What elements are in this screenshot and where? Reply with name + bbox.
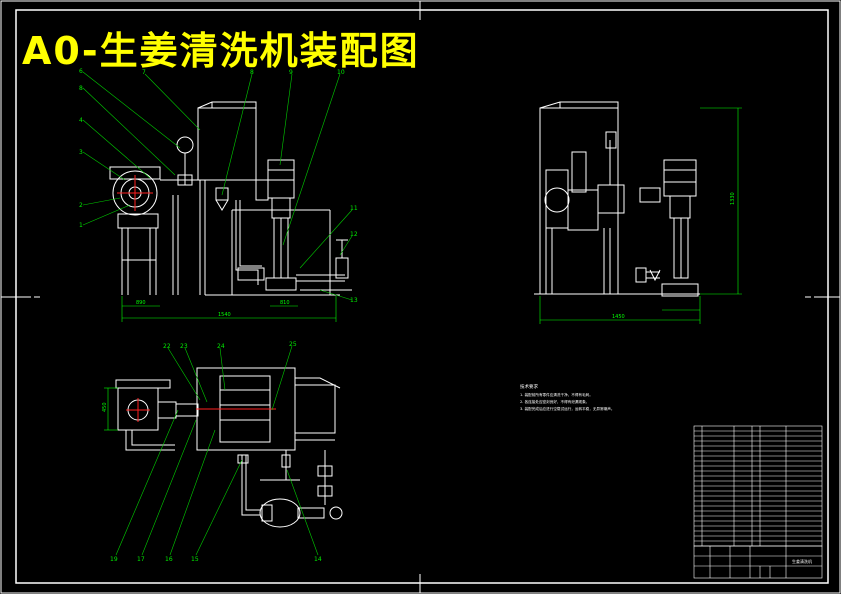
side-view <box>534 101 700 297</box>
balloon: 12 <box>350 231 358 238</box>
parts-list <box>693 425 823 547</box>
balloon: 1 <box>79 222 83 229</box>
balloon: 8 <box>250 69 254 76</box>
front-view <box>109 101 352 296</box>
top-view-accents <box>126 398 276 422</box>
balloon: 13 <box>350 297 358 304</box>
front-view-leaders <box>82 71 353 301</box>
top-view-dimensions <box>104 387 118 431</box>
balloon: 16 <box>165 556 173 563</box>
balloon: 23 <box>180 343 188 350</box>
dimension-label: 1450 <box>612 314 625 320</box>
front-view-dim-text: 890 1540 810 <box>136 300 290 318</box>
balloon: 7 <box>142 69 146 76</box>
balloon: 3 <box>79 149 83 156</box>
notes-line: 1. 装配前所有零件应清洗干净，不得有毛刺。 <box>520 392 593 397</box>
top-view-dim-text: 450 <box>102 402 108 412</box>
balloon: 8 <box>79 85 83 92</box>
dimension-label: 1330 <box>730 192 736 205</box>
balloon: 2 <box>79 202 83 209</box>
dimension-label: 890 <box>136 300 146 306</box>
side-view-dimensions <box>539 107 742 324</box>
balloon: 25 <box>289 341 297 348</box>
front-view-accents <box>117 175 153 211</box>
balloon: 22 <box>163 343 171 350</box>
side-view-dim-text: 1450 1330 <box>612 192 736 320</box>
balloon: 24 <box>217 343 225 350</box>
dimension-label: 450 <box>102 402 108 412</box>
front-view-dimensions <box>121 296 337 322</box>
balloon: 19 <box>110 556 118 563</box>
front-view-balloons: 6 8 4 3 2 1 7 8 9 10 11 12 13 <box>79 68 358 304</box>
balloon: 11 <box>350 205 358 212</box>
title-block-text: 生姜清洗机 <box>792 558 812 564</box>
title-block <box>693 545 823 579</box>
drawing-title: A0-生姜清洗机装配图 <box>22 29 420 73</box>
dimension-label: 810 <box>280 300 290 306</box>
balloon: 10 <box>337 69 345 76</box>
drawing-name: 生姜清洗机 <box>792 558 812 564</box>
balloon: 4 <box>79 117 83 124</box>
top-view <box>115 367 343 528</box>
technical-notes: 技术要求 1. 装配前所有零件应清洗干净，不得有毛刺。 2. 各连接处应密封良好… <box>520 383 614 411</box>
balloon: 14 <box>314 556 322 563</box>
inner-frame <box>15 9 829 584</box>
top-view-leaders <box>115 345 319 556</box>
top-view-balloons: 22 23 24 25 19 17 16 15 14 <box>110 341 322 563</box>
balloon: 9 <box>289 69 293 76</box>
balloon: 6 <box>79 68 83 75</box>
notes-line: 2. 各连接处应密封良好，不得有泄漏现象。 <box>520 399 589 404</box>
dimension-label: 1540 <box>218 312 231 318</box>
balloon: 17 <box>137 556 145 563</box>
balloon: 15 <box>191 556 199 563</box>
notes-heading: 技术要求 <box>520 383 538 390</box>
notes-line: 3. 装配完成后应进行空载试运行，运转平稳，无异常噪声。 <box>520 406 614 411</box>
